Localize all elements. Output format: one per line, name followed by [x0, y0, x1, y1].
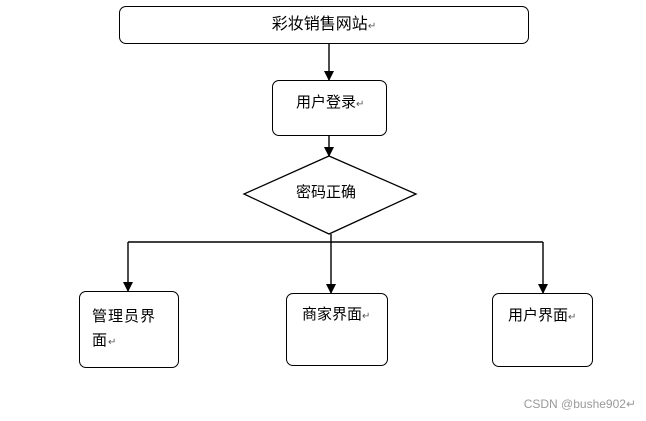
paragraph-mark: ↵	[356, 99, 365, 110]
paragraph-mark: ↵	[568, 312, 577, 323]
paragraph-mark: ↵	[625, 397, 636, 411]
admin-label: 管理员界面	[92, 307, 157, 349]
watermark-text: CSDN @bushe902	[523, 397, 626, 411]
watermark: CSDN @bushe902↵	[524, 397, 636, 411]
login-label: 用户登录	[296, 93, 357, 111]
title-label: 彩妆销售网站	[271, 14, 368, 33]
paragraph-mark: ↵	[367, 21, 377, 32]
user-label: 用户界面	[508, 306, 569, 324]
merchant-label: 商家界面	[302, 305, 363, 323]
merchant-node: 商家界面↵	[286, 293, 388, 366]
paragraph-mark: ↵	[362, 311, 371, 322]
paragraph-mark: ↵	[108, 337, 118, 348]
decision-text: 密码正确	[296, 183, 357, 201]
login-node: 用户登录↵	[272, 80, 387, 136]
decision-label: 密码正确	[296, 182, 356, 202]
user-node: 用户界面↵	[492, 293, 593, 367]
title-node: 彩妆销售网站↵	[119, 6, 529, 44]
admin-node: 管理员界面↵	[79, 291, 179, 368]
decision-diamond	[242, 155, 418, 235]
